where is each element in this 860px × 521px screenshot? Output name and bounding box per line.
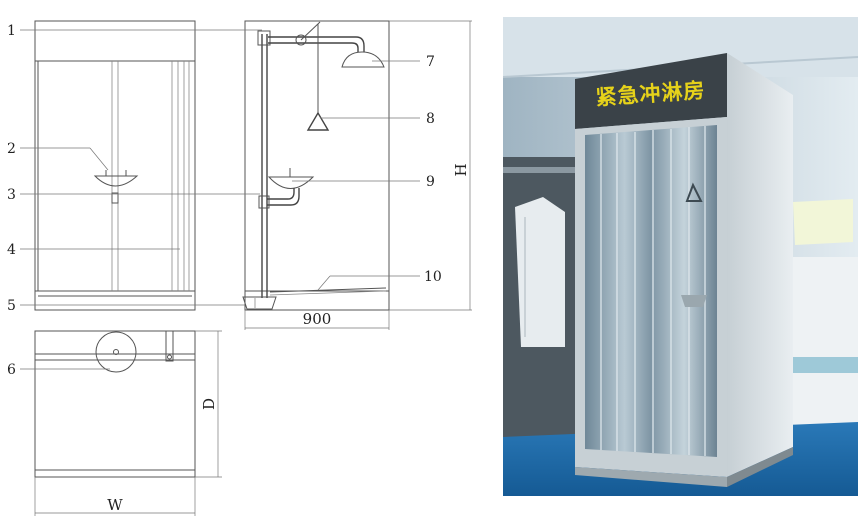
callout-labels: 1 2 3 4 5 6 7 8 9 10 xyxy=(7,23,442,378)
side-wash-basin xyxy=(267,176,315,189)
top-shower-head xyxy=(95,331,137,373)
callout-5: 5 xyxy=(7,298,16,314)
front-view xyxy=(34,20,196,311)
front-frame xyxy=(34,20,196,311)
callout-7: 7 xyxy=(426,54,435,70)
depth-label: D xyxy=(200,398,218,410)
callout-2: 2 xyxy=(7,141,16,157)
side-view xyxy=(242,20,390,311)
pull-valve xyxy=(295,34,307,46)
photo-illustration: 紧急冲淋房 xyxy=(503,17,858,496)
dimension-lines xyxy=(34,20,472,516)
top-frame xyxy=(34,330,196,478)
shower-head xyxy=(341,51,385,68)
front-valve xyxy=(111,192,119,204)
drain-base xyxy=(242,296,277,310)
callout-1: 1 xyxy=(7,23,16,39)
side-width-label: 900 xyxy=(303,310,332,328)
callout-4: 4 xyxy=(7,242,16,258)
callout-9: 9 xyxy=(426,174,435,190)
leader-lines xyxy=(20,29,420,370)
width-label: W xyxy=(107,496,123,514)
callout-6: 6 xyxy=(7,362,16,378)
top-view xyxy=(34,330,196,478)
height-label: H xyxy=(452,163,470,176)
pull-handle xyxy=(306,111,330,131)
top-pipe xyxy=(165,330,174,362)
callout-10: 10 xyxy=(424,269,442,285)
front-wash-basin xyxy=(93,175,139,187)
side-frame xyxy=(244,20,390,311)
callout-3: 3 xyxy=(7,187,16,203)
shower-room-photo: 紧急冲淋房 xyxy=(503,17,858,496)
foot-pedal xyxy=(269,287,387,293)
callout-8: 8 xyxy=(426,111,435,127)
